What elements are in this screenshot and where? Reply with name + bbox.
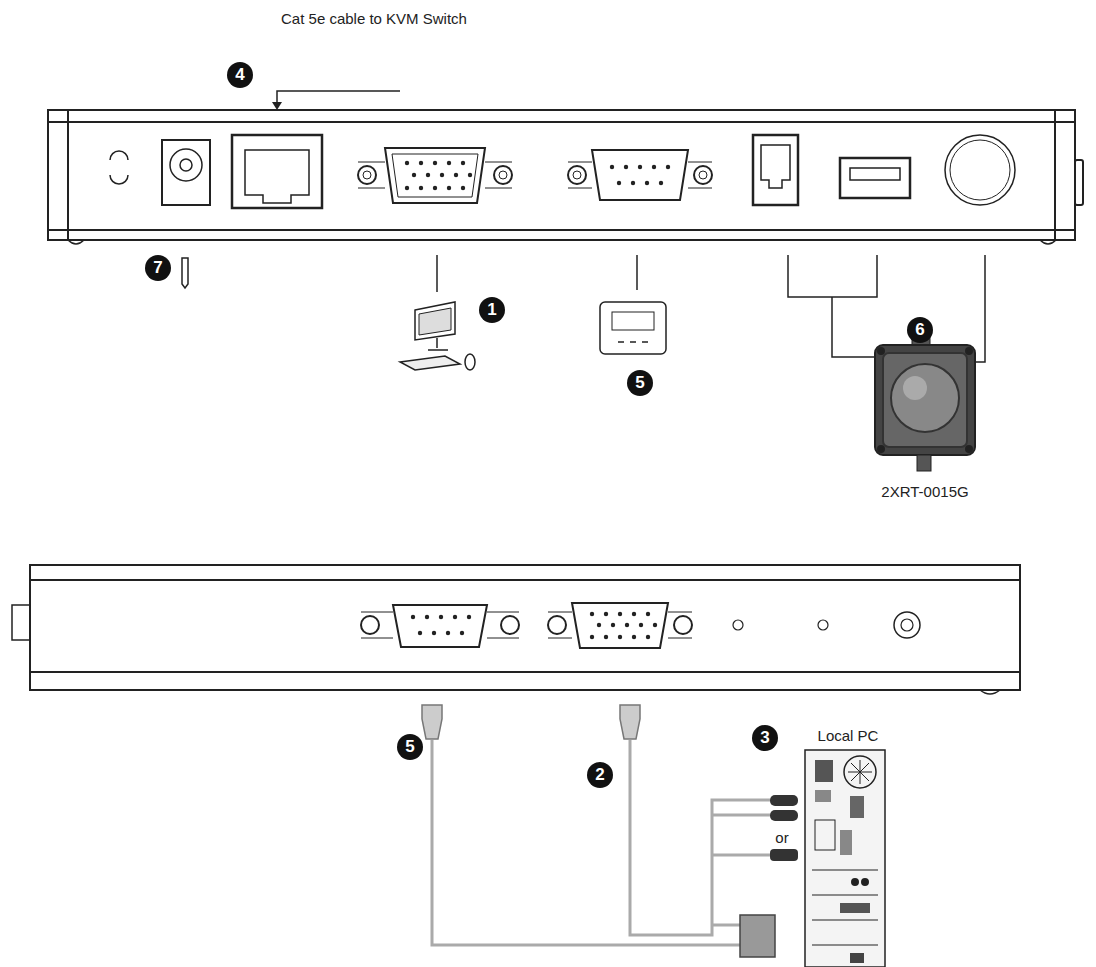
connector-pin [447,186,451,190]
connector-pin [666,165,670,169]
connector-pin [617,181,621,185]
connector-pin [418,631,422,635]
text-label: Cat 5e cable to KVM Switch [279,10,469,27]
callout-number: 1 [479,297,505,323]
connector-pin [604,612,608,616]
connector-pin [405,186,409,190]
connector-pin [432,631,436,635]
connector-pin [618,612,622,616]
text-label: or [773,829,790,846]
connector-pin [646,612,650,616]
connector-pin [453,615,457,619]
connector-pin [468,173,472,177]
connector-pin [419,161,423,165]
connector-pin [419,186,423,190]
callout-number: 6 [907,317,933,343]
connector-pin [411,615,415,619]
connector-pin [653,623,657,627]
connector-pin [461,186,465,190]
connector-pin [460,631,464,635]
connector-pin [446,631,450,635]
connector-pin [597,623,601,627]
connector-pin [610,165,614,169]
connector-pin [447,161,451,165]
connector-pin [638,165,642,169]
callout-number: 5 [397,734,423,760]
text-label: 2XRT-0015G [879,483,970,500]
callout-number: 5 [627,370,653,396]
connector-pin [426,173,430,177]
connector-pin [440,173,444,177]
connector-pin [590,635,594,639]
callout-number: 3 [752,725,778,751]
connector-pin [604,635,608,639]
callout-number: 7 [145,255,171,281]
connector-pin [659,181,663,185]
connector-pin [611,623,615,627]
callout-number: 4 [227,62,253,88]
text-label: Local PC [816,727,881,744]
connector-pin [590,612,594,616]
connector-pin [405,161,409,165]
connector-pin [652,165,656,169]
connector-pin [624,165,628,169]
connector-pin [645,181,649,185]
connector-pin [439,615,443,619]
connector-pin [425,615,429,619]
connector-pin [461,161,465,165]
connector-pin [639,623,643,627]
connector-pin [412,173,416,177]
connector-pin [632,612,636,616]
connector-pin [433,186,437,190]
connector-pin [454,173,458,177]
connector-pin [618,635,622,639]
callout-number: 2 [587,762,613,788]
connector-pin [631,181,635,185]
connector-pin [467,615,471,619]
connector-pin [625,623,629,627]
connector-pin [433,161,437,165]
connector-pin [646,635,650,639]
connector-pin [632,635,636,639]
